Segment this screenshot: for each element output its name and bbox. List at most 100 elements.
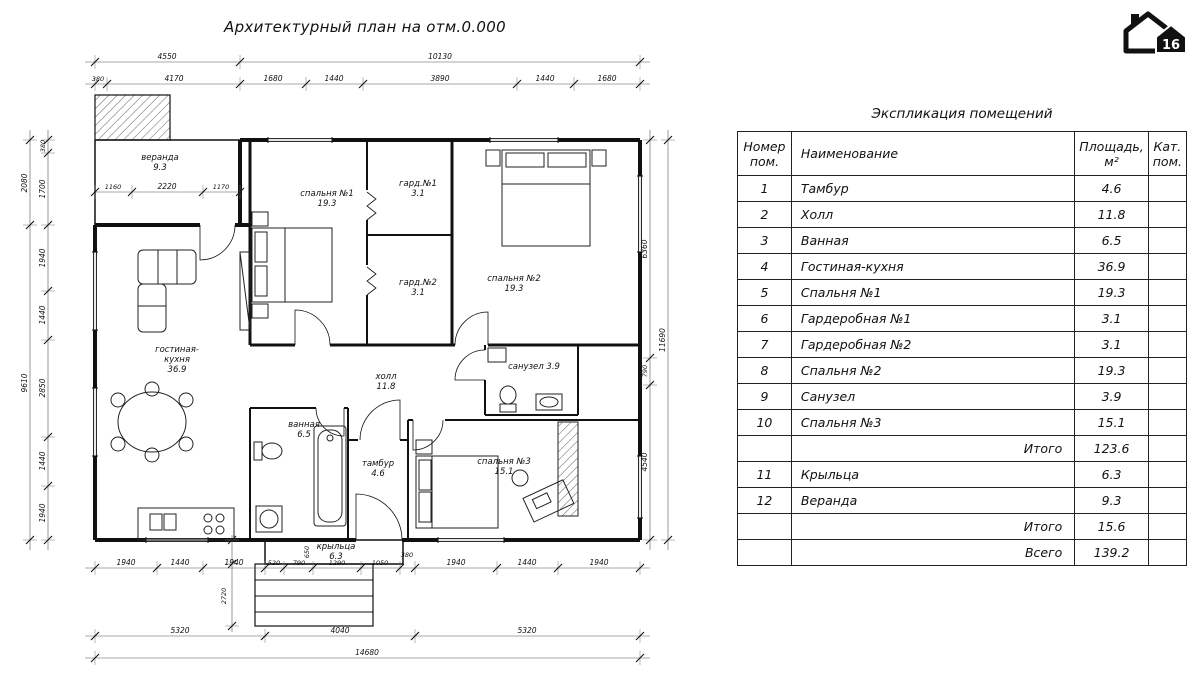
area-cell: 4.6 xyxy=(1074,175,1149,202)
bedroom3-door xyxy=(412,419,444,451)
bathroom-door xyxy=(315,407,345,437)
name-cell: Гардеробная №1 xyxy=(790,305,1076,332)
dimension-label: 1940 xyxy=(116,558,135,567)
area-cell: 3.1 xyxy=(1074,331,1149,358)
room-label: спальня №2 xyxy=(487,274,541,284)
sofa xyxy=(137,249,197,333)
num-cell: 9 xyxy=(737,383,792,410)
name-cell: Холл xyxy=(790,201,1076,228)
num-cell: 6 xyxy=(737,305,792,332)
room-label: 3.1 xyxy=(411,189,425,199)
cat-cell xyxy=(1147,201,1188,228)
dining-table xyxy=(110,381,194,463)
cat-cell xyxy=(1147,409,1188,436)
area-cell: 19.3 xyxy=(1074,279,1149,306)
cat-cell xyxy=(1147,305,1188,332)
area-cell: 15.6 xyxy=(1074,513,1149,540)
cat-cell xyxy=(1147,253,1188,280)
bed-bedroom3 xyxy=(415,439,499,529)
room-label: 19.3 xyxy=(318,199,337,209)
house-badge-icon xyxy=(1155,23,1187,54)
room-label: 3.1 xyxy=(411,288,425,298)
area-cell: 19.3 xyxy=(1074,357,1149,384)
name-cell: Крыльца xyxy=(790,461,1076,488)
cat-cell xyxy=(1147,357,1188,384)
bed-bedroom2 xyxy=(485,149,607,247)
dimension-label: 1290 xyxy=(329,559,346,567)
table-title: Экспликация помещений xyxy=(871,106,1053,122)
cat-cell xyxy=(1147,513,1188,540)
name-cell: Ванная xyxy=(790,227,1076,254)
room-schedule: Экспликация помещений Номер пом. Наимено… xyxy=(737,106,1188,566)
cat-cell xyxy=(1147,435,1188,462)
bedroom2-door xyxy=(454,311,489,346)
name-cell: Всего xyxy=(790,539,1076,566)
room-label: 19.3 xyxy=(505,284,524,294)
veranda-door xyxy=(199,224,236,261)
room-label: 6.5 xyxy=(297,430,311,440)
area-cell: 36.9 xyxy=(1074,253,1149,280)
room-label: 4.6 xyxy=(371,469,385,479)
name-cell: Гостиная-кухня xyxy=(790,253,1076,280)
num-cell: 7 xyxy=(737,331,792,358)
wardrobe xyxy=(557,421,579,517)
dimension-label: 4040 xyxy=(330,626,349,635)
dimension-label: 1940 xyxy=(38,248,47,267)
dimension-label: 10130 xyxy=(428,52,452,61)
dimension-label: 1440 xyxy=(535,74,554,83)
num-cell: 11 xyxy=(737,461,792,488)
dimension-label: 1170 xyxy=(213,183,230,191)
bathroom-fixtures xyxy=(253,425,347,533)
furniture xyxy=(110,149,607,541)
drawing-title: Архитектурный план на отм.0.000 xyxy=(224,18,506,36)
name-cell: Итого xyxy=(790,513,1076,540)
dimension-label: 790 xyxy=(641,365,649,377)
header-name: Наименование xyxy=(790,131,1076,176)
entrance-door xyxy=(355,493,403,541)
room-label: ванная xyxy=(288,420,320,430)
dimension-label: 4550 xyxy=(157,52,176,61)
cat-cell xyxy=(1147,383,1188,410)
doors xyxy=(199,191,489,541)
room-label: гард.№2 xyxy=(399,278,437,288)
bedroom1-door xyxy=(294,309,331,346)
area-cell: 123.6 xyxy=(1074,435,1149,462)
name-cell: Спальня №2 xyxy=(790,357,1076,384)
name-cell: Санузел xyxy=(790,383,1076,410)
cat-cell xyxy=(1147,461,1188,488)
dimension-label: 650 xyxy=(303,546,311,558)
room-label: санузел 3.9 xyxy=(508,362,560,372)
area-cell: 3.9 xyxy=(1074,383,1149,410)
name-cell: Спальня №3 xyxy=(790,409,1076,436)
dimension-label: 14680 xyxy=(355,648,379,657)
dimension-label: 6360 xyxy=(640,239,649,258)
cat-cell xyxy=(1147,175,1188,202)
header-number: Номер пом. xyxy=(737,131,792,176)
num-cell: 3 xyxy=(737,227,792,254)
dimension-label: 1940 xyxy=(224,558,243,567)
dimension-label: 1940 xyxy=(589,558,608,567)
name-cell: Итого xyxy=(790,435,1076,462)
table-header-row: Номер пом. Наименование Площадь, м² Кат.… xyxy=(737,131,1188,176)
kitchen-counter xyxy=(137,507,235,541)
dimension-label: 1680 xyxy=(597,74,616,83)
dimension-label: 2220 xyxy=(157,182,176,191)
cat-cell xyxy=(1147,487,1188,514)
dimension-lines xyxy=(23,55,675,665)
room-label: спальня №3 xyxy=(477,457,531,467)
wardrobe1-folding-door xyxy=(366,191,377,221)
room-label: 9.3 xyxy=(153,163,167,173)
header-cat: Кат. пом. xyxy=(1147,131,1188,176)
dimension-label: 4540 xyxy=(640,452,649,471)
num-cell: 2 xyxy=(737,201,792,228)
room-label: 11.8 xyxy=(377,382,397,392)
